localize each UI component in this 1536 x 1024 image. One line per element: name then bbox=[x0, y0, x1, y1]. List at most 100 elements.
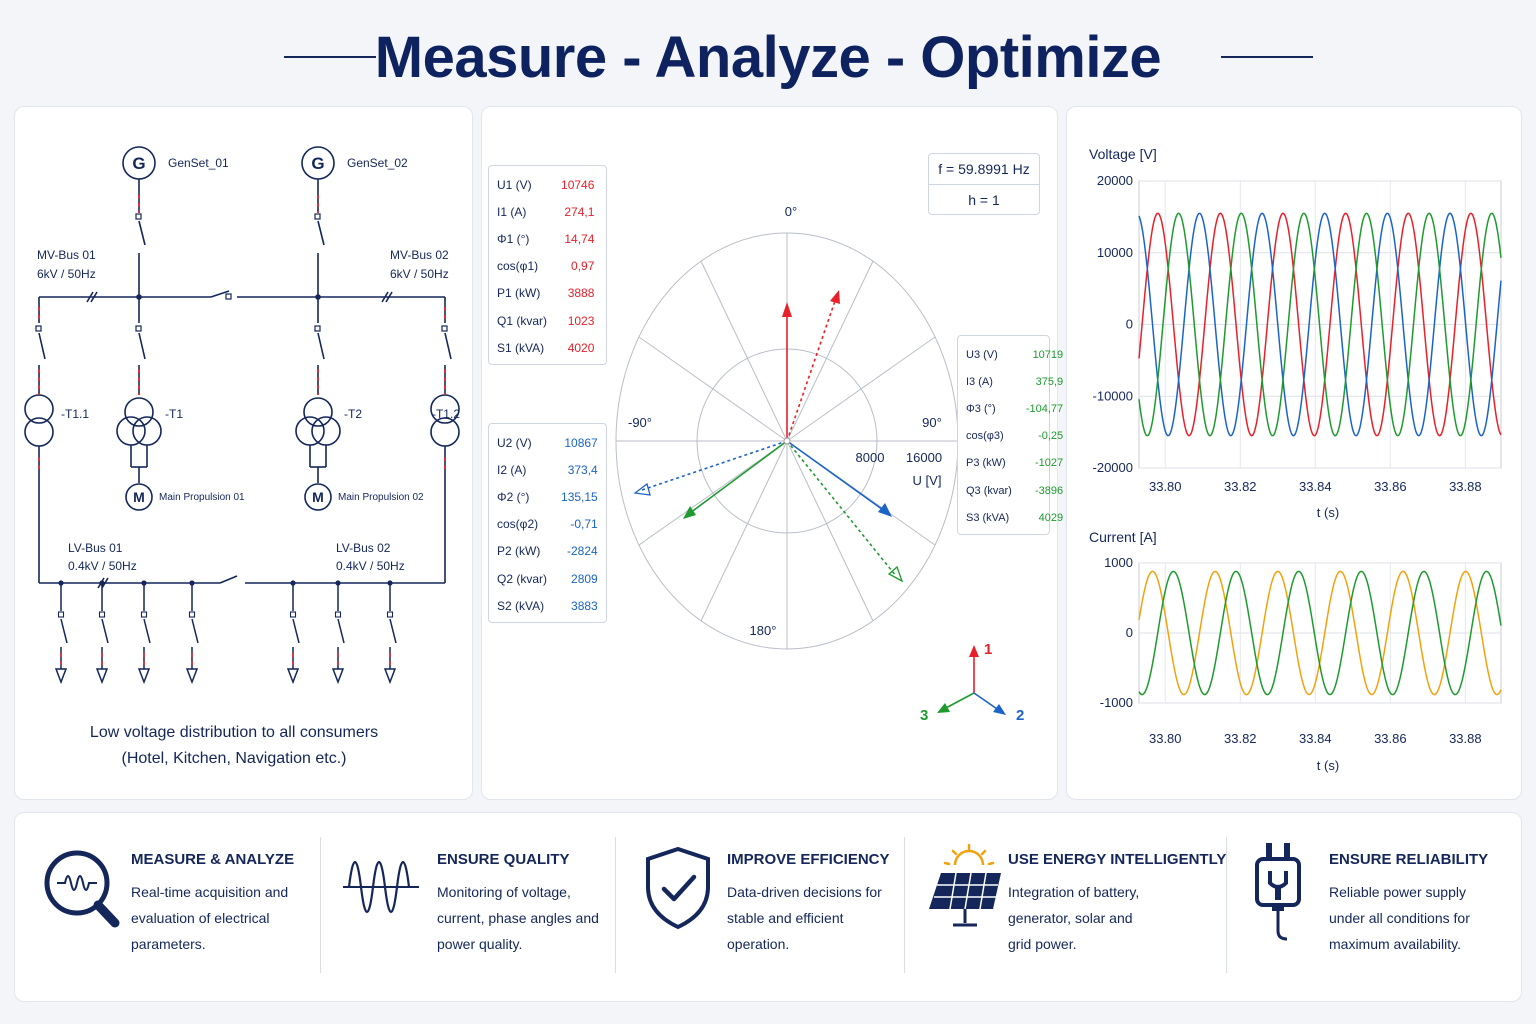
x-tick-label: 33.88 bbox=[1449, 479, 1482, 494]
mv-bus-02-name: MV-Bus 02 bbox=[390, 248, 449, 262]
shield-check-icon bbox=[646, 846, 710, 930]
y-tick-label: 0 bbox=[1126, 317, 1133, 332]
phase3-row-value: 10719 bbox=[1032, 348, 1064, 361]
sine-wave-icon bbox=[343, 861, 419, 913]
phase3-row-label: Q3 (kvar) bbox=[966, 484, 1012, 497]
series-line-1 bbox=[1138, 570, 1502, 696]
phase1-row-value: 3888 bbox=[567, 286, 595, 301]
y-tick-label: 0 bbox=[1126, 625, 1133, 640]
features-bar: MEASURE & ANALYZE Real-time acquisition … bbox=[14, 812, 1522, 1002]
current-chart-title: Current [A] bbox=[1089, 529, 1157, 545]
phasor-diagram: 0° 90° 180° -90° 8000 16000 U [V] 1 2 3 bbox=[615, 204, 1024, 724]
frequency-readout: f = 59.8991 Hz bbox=[938, 161, 1030, 177]
motor-2-glyph: M bbox=[312, 489, 324, 505]
distribution-caption-line1: Low voltage distribution to all consumer… bbox=[90, 724, 378, 741]
page-title: Measure - Analyze - Optimize bbox=[374, 25, 1162, 90]
phase3-row-value: -3896 bbox=[1035, 484, 1064, 497]
x-tick-label: 33.86 bbox=[1374, 731, 1407, 746]
lv-bus-01-rating: 0.4kV / 50Hz bbox=[68, 559, 137, 573]
phase3-row: P3 (kW)-1027 bbox=[958, 450, 1073, 477]
feature-4-desc-line: generator, solar and bbox=[1008, 910, 1133, 926]
feature-3-description: Data-driven decisions for stable and eff… bbox=[727, 879, 882, 957]
phase1-row-label: S1 (kVA) bbox=[497, 340, 545, 355]
feature-5-desc-line: maximum availability. bbox=[1329, 936, 1461, 952]
transformer-t2-label: -T2 bbox=[344, 407, 362, 421]
y-tick-label: 1000 bbox=[1104, 555, 1133, 570]
bus-tie-lv bbox=[219, 575, 238, 584]
feature-divider bbox=[1226, 837, 1227, 973]
feature-1-desc-line: evaluation of electrical bbox=[131, 910, 270, 926]
lv-feeder bbox=[331, 583, 345, 685]
motor-1-glyph: M bbox=[133, 489, 145, 505]
lv-feeder bbox=[54, 583, 68, 685]
feature-improve-efficiency: IMPROVE EFFICIENCY Data-driven decisions… bbox=[616, 813, 904, 1003]
phase2-row-value: 10867 bbox=[564, 435, 598, 450]
ring-label-16000: 16000 bbox=[906, 450, 942, 465]
title-row: Measure - Analyze - Optimize bbox=[0, 18, 1536, 94]
phase2-row-value: 373,4 bbox=[567, 462, 598, 477]
feature-ensure-quality: ENSURE QUALITY Monitoring of voltage, cu… bbox=[321, 813, 615, 1003]
lv-feeder bbox=[286, 583, 300, 685]
phase2-row: cos(φ2)-0,71 bbox=[489, 511, 608, 538]
x-tick-label: 33.80 bbox=[1149, 479, 1182, 494]
generator-1-glyph: G bbox=[132, 154, 145, 173]
phasor-u2 bbox=[786, 440, 887, 513]
phase3-row-label: U3 (V) bbox=[966, 348, 998, 361]
feature-energy-intelligently: USE ENERGY INTELLIGENTLY Integration of … bbox=[905, 813, 1227, 1003]
single-line-diagram: G G GenSet_01 GenSet_02 MV-Bus 01 6kV / … bbox=[24, 146, 460, 767]
legend-phase-1: 1 bbox=[984, 641, 992, 658]
x-axis-label: t (s) bbox=[1317, 505, 1339, 520]
solar-panel-icon bbox=[929, 843, 1001, 927]
feature-1-description: Real-time acquisition and evaluation of … bbox=[131, 879, 288, 957]
series-line-2 bbox=[1138, 212, 1502, 437]
phase2-row-label: Φ2 (°) bbox=[497, 489, 530, 504]
breaker-gen1 bbox=[138, 220, 146, 246]
mv-bus-02-rating: 6kV / 50Hz bbox=[390, 267, 449, 281]
phase3-row-value: 375,9 bbox=[1035, 375, 1064, 388]
x-tick-label: 33.84 bbox=[1299, 731, 1332, 746]
feature-4-desc-line: grid power. bbox=[1008, 936, 1077, 952]
lv-feeder bbox=[95, 583, 109, 685]
phase1-row: S1 (kVA) 4020 bbox=[489, 334, 604, 361]
feature-2-desc-line: current, phase angles and bbox=[437, 910, 599, 926]
feature-2-title: ENSURE QUALITY bbox=[437, 851, 570, 868]
phase1-row-label: Q1 (kvar) bbox=[497, 313, 548, 328]
phase2-row-value: 2809 bbox=[571, 571, 598, 586]
generator-2-label: GenSet_02 bbox=[347, 156, 408, 170]
series-line-2 bbox=[1138, 570, 1502, 696]
phase3-row-label: cos(φ3) bbox=[966, 430, 1004, 443]
transformer-t2-symbol bbox=[303, 397, 333, 427]
phasor-panel: 0° 90° 180° -90° 8000 16000 U [V] 1 2 3 … bbox=[481, 106, 1063, 800]
feature-5-description: Reliable power supply under all conditio… bbox=[1329, 879, 1470, 957]
phase2-row: I2 (A)373,4 bbox=[489, 456, 608, 483]
phase3-row: cos(φ3)-0,25 bbox=[958, 423, 1073, 450]
feature-3-desc-line: stable and efficient bbox=[727, 910, 844, 926]
motor-1-symbol bbox=[125, 483, 153, 511]
phase3-row-value: -1027 bbox=[1035, 457, 1064, 470]
phase3-row: I3 (A)375,9 bbox=[958, 368, 1073, 395]
x-tick-label: 33.80 bbox=[1149, 731, 1182, 746]
harmonic-readout: h = 1 bbox=[968, 192, 1000, 208]
phase1-row-label: U1 (V) bbox=[497, 177, 532, 192]
feature-1-title: MEASURE & ANALYZE bbox=[131, 851, 295, 868]
phase1-row-value: 4020 bbox=[567, 340, 595, 355]
phase2-row-value: -0,71 bbox=[570, 517, 598, 532]
feature-4-title: USE ENERGY INTELLIGENTLY bbox=[1008, 851, 1227, 868]
phase1-row: Φ1 (°)14,74 bbox=[489, 225, 604, 252]
transformer-t1-symbol bbox=[124, 397, 154, 427]
y-tick-label: -20000 bbox=[1093, 460, 1133, 475]
phase2-row: S2 (kVA)3883 bbox=[489, 592, 608, 619]
x-tick-label: 33.82 bbox=[1224, 479, 1257, 494]
x-tick-label: 33.84 bbox=[1299, 479, 1332, 494]
x-axis-label: t (s) bbox=[1317, 758, 1339, 773]
x-tick-label: 33.86 bbox=[1374, 479, 1407, 494]
title-rule-left bbox=[284, 56, 376, 58]
lv-feeder bbox=[137, 583, 151, 685]
y-tick-label: -10000 bbox=[1093, 388, 1133, 403]
frequency-box: f = 59.8991 Hz h = 1 bbox=[928, 153, 1040, 215]
feature-4-description: Integration of battery, generator, solar… bbox=[1008, 879, 1139, 957]
